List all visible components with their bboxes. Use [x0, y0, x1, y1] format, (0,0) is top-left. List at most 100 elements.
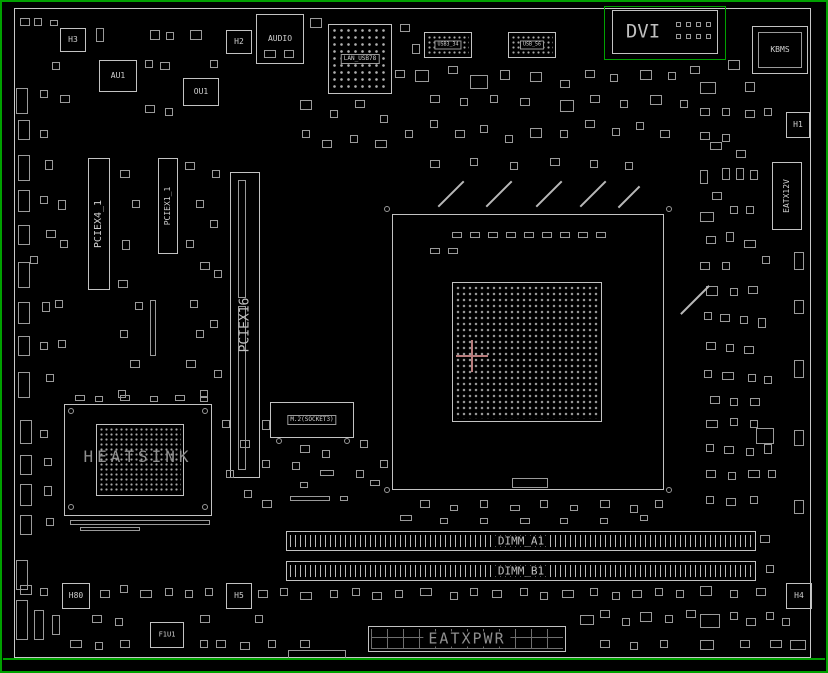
- component: [480, 500, 488, 508]
- component: [706, 342, 716, 350]
- component: [726, 498, 736, 506]
- component: [145, 105, 155, 113]
- component: [70, 520, 210, 525]
- conn-eatxpwr[interactable]: EATXPWR: [368, 626, 566, 652]
- component: [730, 612, 738, 620]
- component: [520, 518, 530, 524]
- conn-dvi[interactable]: DVI: [612, 10, 718, 54]
- component: [636, 122, 644, 130]
- component: [190, 300, 198, 308]
- component: [794, 252, 804, 270]
- component: [18, 302, 30, 324]
- mounting-hole: [202, 504, 208, 510]
- conn-h4-label: H4: [794, 591, 804, 600]
- component: [212, 170, 220, 178]
- component: [52, 615, 60, 635]
- conn-usb3-34[interactable]: USB3_34: [424, 32, 472, 58]
- component: [70, 640, 82, 648]
- component: [580, 615, 594, 625]
- component: [240, 642, 250, 650]
- component: [200, 640, 208, 648]
- mounting-hole: [344, 438, 350, 444]
- component: [440, 518, 448, 524]
- component: [40, 430, 48, 438]
- component: [200, 262, 210, 270]
- slot-dimm-a1[interactable]: DIMM_A1: [286, 531, 756, 551]
- slot-pciex16-label: PCIEX16: [237, 297, 253, 353]
- component: [600, 640, 610, 648]
- conn-usb-56[interactable]: USB_56: [508, 32, 556, 58]
- conn-h3[interactable]: H3: [60, 28, 86, 52]
- component: [612, 128, 620, 136]
- conn-lan-usb78[interactable]: LAN_USB78: [328, 24, 392, 94]
- conn-au1[interactable]: AU1: [99, 60, 137, 92]
- component: [750, 398, 760, 406]
- component: [480, 125, 488, 133]
- component: [40, 196, 48, 204]
- component: [450, 505, 458, 511]
- component: [214, 270, 222, 278]
- slot-pciex1-1[interactable]: PCIEX1_1: [158, 158, 178, 254]
- component: [186, 240, 194, 248]
- component: [625, 162, 633, 170]
- component: [744, 240, 756, 248]
- component: [20, 420, 32, 444]
- conn-h80[interactable]: H80: [62, 583, 90, 609]
- component: [350, 135, 358, 143]
- component: [758, 32, 802, 68]
- component: [560, 232, 570, 238]
- component: [764, 108, 772, 116]
- component: [238, 180, 246, 298]
- component: [640, 515, 648, 521]
- component: [18, 190, 30, 212]
- slot-dimm-b1[interactable]: DIMM_B1: [286, 561, 756, 581]
- component: [750, 170, 758, 180]
- component: [120, 330, 128, 338]
- conn-f1u1[interactable]: F1U1: [150, 622, 184, 648]
- heatsink-label[interactable]: HEATSINK: [64, 444, 212, 470]
- component: [600, 518, 608, 524]
- component: [122, 240, 130, 250]
- component: [706, 236, 716, 244]
- component: [455, 130, 465, 138]
- component: [722, 372, 734, 380]
- component: [748, 470, 760, 478]
- component: [120, 170, 130, 178]
- component: [706, 22, 711, 27]
- conn-ou1-label: OU1: [193, 87, 209, 96]
- conn-audio[interactable]: AUDIO: [256, 14, 304, 64]
- slot-pciex4-1[interactable]: PCIEX4_1: [88, 158, 110, 290]
- component: [560, 130, 568, 138]
- component: [448, 248, 458, 254]
- conn-eatx12v[interactable]: EATX12V: [772, 162, 802, 230]
- conn-h1[interactable]: H1: [786, 112, 810, 138]
- component: [18, 336, 30, 356]
- component: [430, 120, 438, 128]
- component: [92, 615, 102, 623]
- conn-ou1[interactable]: OU1: [183, 78, 219, 106]
- conn-h4[interactable]: H4: [786, 583, 812, 609]
- component: [40, 588, 48, 596]
- component: [375, 140, 387, 148]
- component: [300, 592, 312, 600]
- component: [330, 590, 338, 598]
- slot-pciex4-1-label: PCIEX4_1: [93, 199, 104, 249]
- component: [200, 615, 210, 623]
- component: [640, 612, 652, 622]
- conn-h2[interactable]: H2: [226, 30, 252, 54]
- slot-pciex16[interactable]: PCIEX16: [230, 172, 260, 478]
- mounting-hole: [68, 408, 74, 414]
- component: [470, 232, 480, 238]
- component: [706, 286, 718, 296]
- component: [794, 500, 804, 514]
- conn-h5[interactable]: H5: [226, 583, 252, 609]
- mounting-hole: [384, 206, 390, 212]
- component: [80, 527, 140, 531]
- component: [185, 162, 195, 170]
- conn-kbms[interactable]: KBMS: [752, 26, 808, 74]
- slot-m2[interactable]: M.2(SOCKET3): [270, 402, 354, 438]
- component: [210, 320, 218, 328]
- heatsink-label-label: HEATSINK: [83, 447, 193, 466]
- component: [50, 20, 58, 26]
- component: [262, 460, 270, 468]
